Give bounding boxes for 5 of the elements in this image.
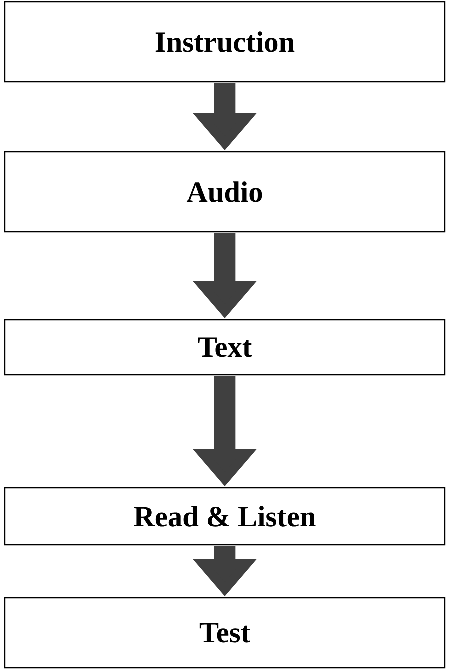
process-box: Text	[4, 319, 446, 376]
process-box: Audio	[4, 151, 446, 233]
process-box: Read & Listen	[4, 487, 446, 546]
process-box: Test	[4, 597, 446, 669]
process-box: Instruction	[4, 1, 446, 83]
